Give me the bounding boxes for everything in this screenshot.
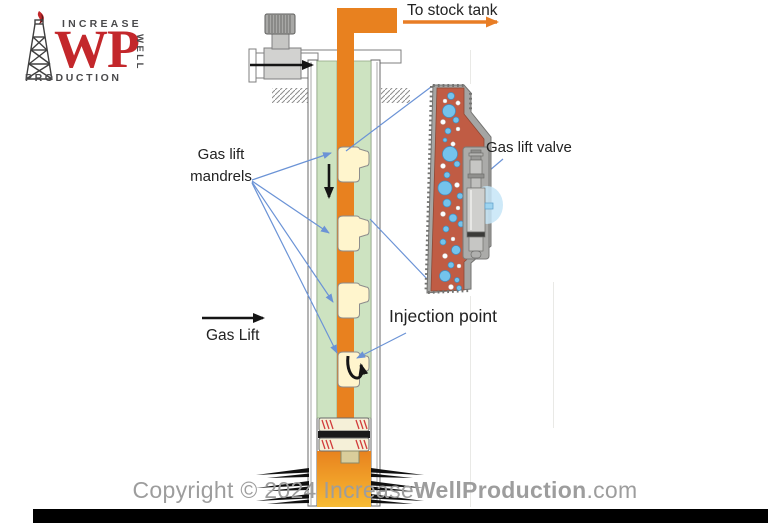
valve-body <box>263 47 302 80</box>
label-gas-lift-valve: Gas lift valve <box>486 139 572 156</box>
injection-pointer <box>356 332 407 359</box>
logo-word-production: PRODUCTION <box>25 72 122 84</box>
gas-lift-mandrel <box>337 282 370 319</box>
perforations <box>256 468 424 504</box>
brand-increase: Increase <box>323 477 414 503</box>
label-to-stock-tank: To stock tank <box>407 2 498 19</box>
gas-lift-valve-icon <box>466 149 494 259</box>
gas-lift-mandrels-group <box>337 146 370 388</box>
logo-initials: WP <box>54 19 140 79</box>
gas-lift-mandrel <box>337 146 370 183</box>
mandrel-pointer-3 <box>251 181 334 303</box>
copyright-line: Copyright © 2024 IncreaseWellProduction.… <box>130 477 640 504</box>
valve-port <box>484 202 494 210</box>
gas-bubbles <box>437 92 465 291</box>
injection-uturn-arrow <box>346 355 369 380</box>
production-tubing <box>337 8 397 452</box>
inset-callout-lines <box>345 86 432 282</box>
mandrel-pointer-1 <box>251 152 332 181</box>
iwp-logo: INCREASE WP WELL PRODUCTION <box>18 8 145 88</box>
annotation-arrows <box>251 152 504 359</box>
gas-lift-mandrel <box>337 351 370 388</box>
logo-word-well: WELL <box>134 34 145 71</box>
ground-surface-hatch <box>272 88 410 103</box>
valve-stem <box>271 31 290 50</box>
label-gas-lift: Gas Lift <box>206 327 260 344</box>
brand-tld: .com <box>586 477 638 503</box>
footer-black-bar <box>33 509 768 523</box>
label-injection-point: Injection point <box>389 306 497 326</box>
gas-lift-mandrel <box>337 215 370 252</box>
wellhead-valve-icon <box>264 13 296 35</box>
slide-guide-lines <box>470 50 554 507</box>
brand-well: Well <box>413 477 463 503</box>
logo-word-increase: INCREASE <box>62 18 142 30</box>
brand-production: Production <box>462 477 587 503</box>
copyright-prefix: Copyright © 2024 <box>132 477 324 503</box>
tubing-stub <box>340 450 360 464</box>
mandrel-pointer-4 <box>251 182 338 354</box>
oil-derrick-icon <box>25 11 53 81</box>
gas-lift-valve-inset <box>424 84 503 294</box>
label-gas-lift-mandrels: Gas lift mandrels <box>190 146 252 185</box>
mandrel-pointer-2 <box>251 180 330 234</box>
packer <box>318 417 370 452</box>
flow-arrows <box>202 60 369 380</box>
inset-serrated-edges <box>424 84 472 294</box>
